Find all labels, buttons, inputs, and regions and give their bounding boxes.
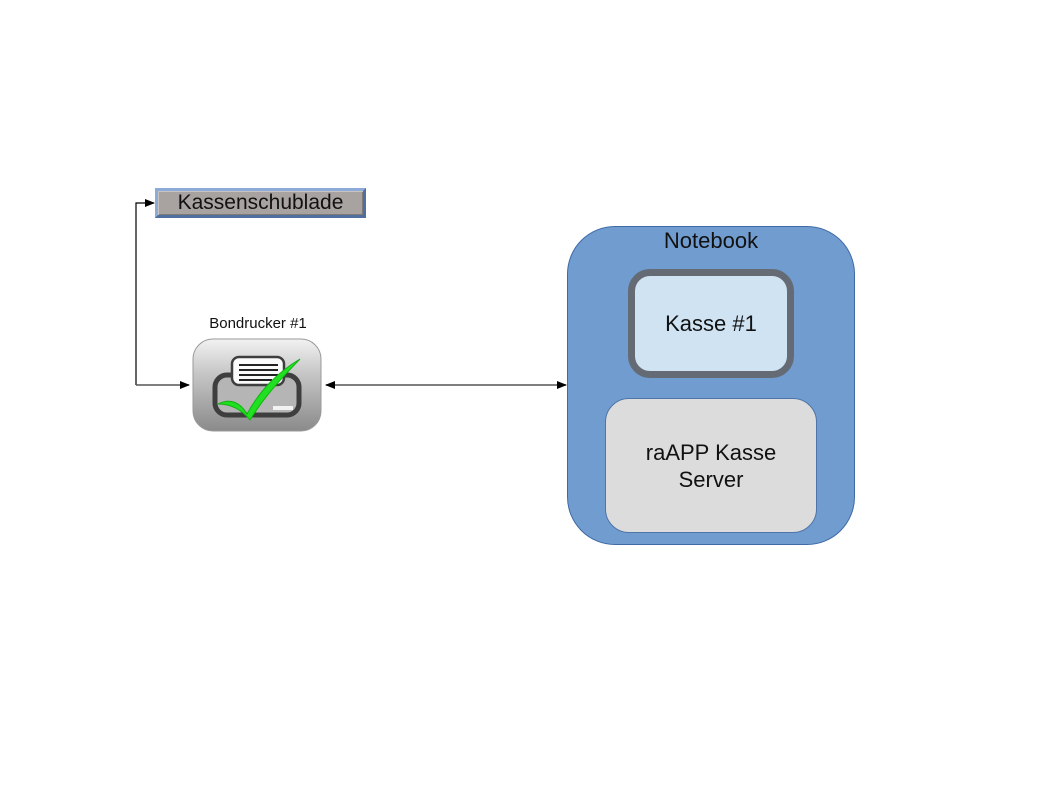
printer-ok-icon xyxy=(192,338,322,432)
server-node[interactable]: raAPP Kasse Server xyxy=(605,398,817,533)
receipt-printer-node[interactable] xyxy=(192,338,322,432)
cash-drawer-node[interactable]: Kassenschublade xyxy=(155,188,366,218)
server-label-line1: raAPP Kasse xyxy=(645,439,777,465)
register-node[interactable]: Kasse #1 xyxy=(628,269,794,378)
receipt-printer-label: Bondrucker #1 xyxy=(209,315,307,332)
cash-drawer-label: Kassenschublade xyxy=(177,191,344,214)
edge-printer-to-drawer xyxy=(135,199,155,385)
register-label: Kasse #1 xyxy=(665,310,757,336)
server-label-line2: Server xyxy=(678,466,744,492)
notebook-label: Notebook xyxy=(663,228,759,253)
